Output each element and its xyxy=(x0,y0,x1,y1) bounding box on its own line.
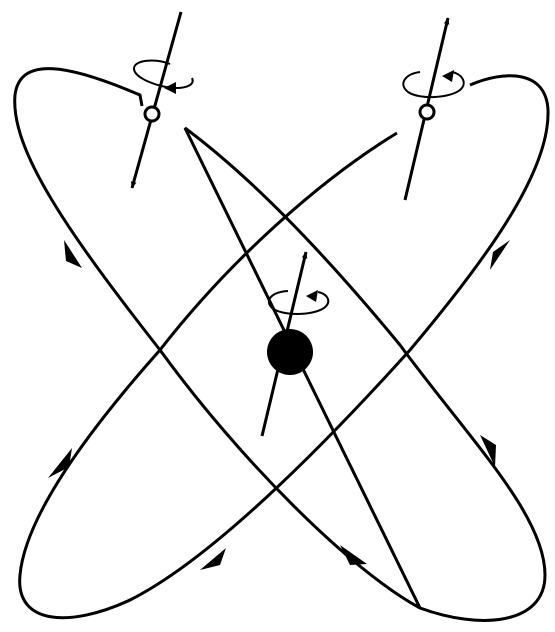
nucleus-core xyxy=(267,329,313,375)
orbit-a-arrow-bottom xyxy=(340,545,367,565)
nucleus xyxy=(262,252,328,436)
electron-right-spin-arrow xyxy=(442,70,454,82)
nucleus-spin-loop xyxy=(269,291,328,314)
electron-right xyxy=(403,18,463,200)
orbit-b-arrow-left xyxy=(48,448,72,478)
electron-left-spin-arrow xyxy=(164,82,176,94)
electron-left-dot xyxy=(145,107,159,121)
electron-right-dot xyxy=(420,105,434,119)
electron-left-spin-axis xyxy=(132,12,181,188)
nucleus-spin-arrow xyxy=(306,290,318,302)
